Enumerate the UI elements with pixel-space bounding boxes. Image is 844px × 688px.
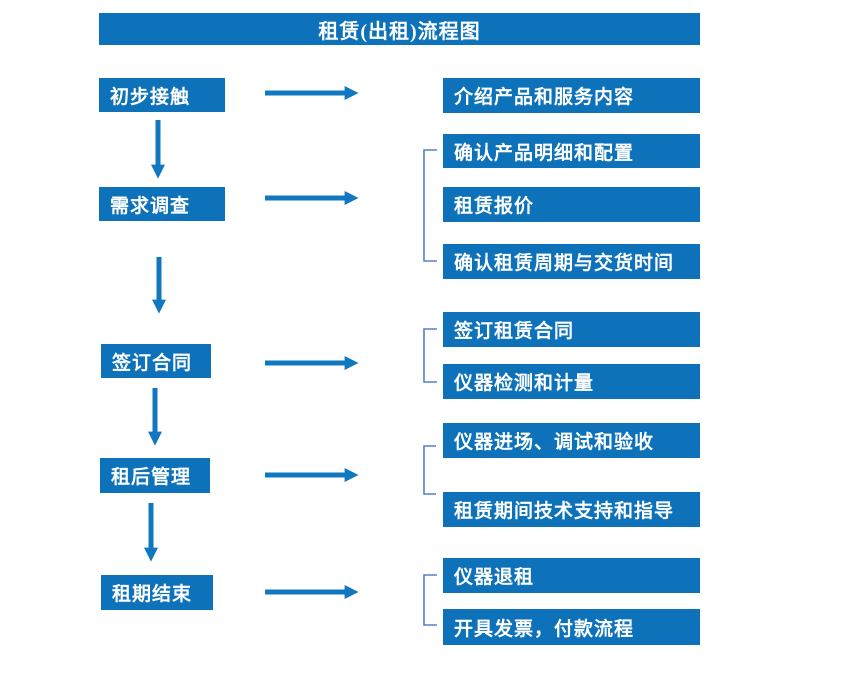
bracket-step3-details <box>423 328 437 383</box>
detail-box-confirm-config: 确认产品明细和配置 <box>443 134 700 168</box>
detail-box-sign-rental-contract: 签订租赁合同 <box>443 312 700 347</box>
detail-box-tech-support: 租赁期间技术支持和指导 <box>443 492 700 527</box>
flowchart-title: 租赁(出租)流程图 <box>99 13 700 45</box>
step-box-demand-survey: 需求调查 <box>99 187 225 221</box>
detail-box-invoice-payment: 开具发票，付款流程 <box>443 609 700 645</box>
step-box-rental-end: 租期结束 <box>101 575 213 610</box>
step-box-sign-contract: 签订合同 <box>101 344 211 378</box>
detail-box-instrument-testing: 仪器检测和计量 <box>443 364 700 399</box>
detail-box-instrument-entry: 仪器进场、调试和验收 <box>443 423 700 458</box>
detail-box-introduce-products: 介绍产品和服务内容 <box>443 78 700 113</box>
bracket-step4-details <box>423 445 436 495</box>
step-box-initial-contact: 初步接触 <box>99 78 225 112</box>
detail-box-rental-quote: 租赁报价 <box>443 187 700 222</box>
step-box-post-rental: 租后管理 <box>100 458 210 493</box>
bracket-step5-details <box>423 574 437 626</box>
detail-box-confirm-period: 确认租赁周期与交货时间 <box>443 244 700 279</box>
detail-box-instrument-return: 仪器退租 <box>443 558 700 593</box>
bracket-step2-details <box>423 149 437 262</box>
